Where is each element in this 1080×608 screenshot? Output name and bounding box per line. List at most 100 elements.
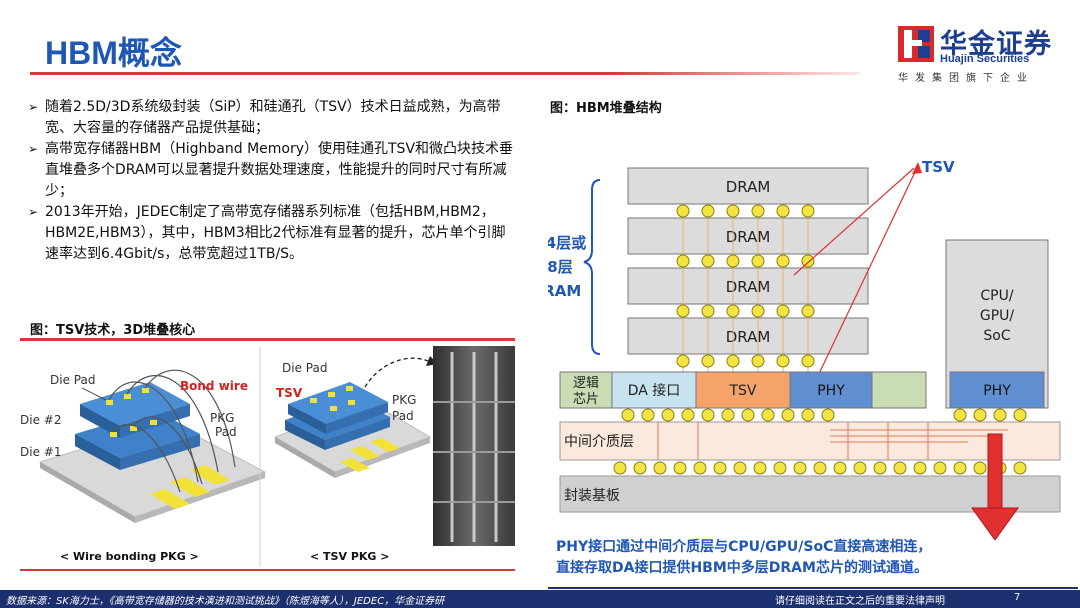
micro-bump	[874, 462, 886, 474]
wire-bonding-caption: < Wire bonding PKG >	[60, 550, 199, 563]
micro-bump	[727, 305, 739, 317]
micro-bump	[994, 409, 1006, 421]
micro-bump	[702, 305, 714, 317]
micro-bump	[822, 409, 834, 421]
micro-bump	[777, 355, 789, 367]
host-processor: CPU/ GPU/ SoC PHY	[946, 240, 1048, 408]
tsv-figure: Die Pad Bond wire Die #2 Die #1 PKG Pad …	[20, 342, 515, 568]
micro-bump	[914, 462, 926, 474]
wire-pkg-label: PKG	[210, 411, 234, 425]
wire-bonding-illustration: Die Pad Bond wire Die #2 Die #1 PKG Pad …	[20, 370, 265, 563]
bullet-text: 高带宽存储器HBM（Highband Memory）使用硅通孔TSV和微凸块技术…	[45, 141, 513, 199]
tsv-micrograph	[433, 346, 515, 546]
layers-label-line3: DRAM	[548, 282, 581, 300]
micro-bump	[622, 409, 634, 421]
micro-bump	[682, 409, 694, 421]
micro-bump	[722, 409, 734, 421]
micro-bump	[752, 205, 764, 217]
tsv-illustration: Die Pad TSV PKG Pad < TSV PKG >	[275, 356, 438, 563]
bullet-text: 随着2.5D/3D系统级封装（SiP）和硅通孔（TSV）技术日益成熟，为高带宽、…	[45, 99, 501, 136]
micro-bump	[714, 462, 726, 474]
micro-bump	[634, 462, 646, 474]
die1-label: Die #1	[20, 445, 61, 459]
page-title: HBM概念	[45, 28, 182, 74]
micro-bump	[662, 409, 674, 421]
footer-disclaimer: 请仔细阅读在正文之后的重要法律声明	[775, 592, 945, 607]
micro-bump	[727, 255, 739, 267]
micro-bump	[674, 462, 686, 474]
micro-bump	[702, 255, 714, 267]
bullet-arrow-icon: ➢	[28, 139, 38, 160]
dram-layer-label: DRAM	[726, 178, 771, 196]
micro-bump	[642, 409, 654, 421]
note-line: PHY接口通过中间介质层与CPU/GPU/SoC直接高速相连，	[556, 537, 1076, 558]
micro-bump	[934, 462, 946, 474]
interposer: 中间介质层	[560, 422, 1060, 460]
title-divider	[30, 72, 860, 75]
micro-bump	[754, 462, 766, 474]
host-label-line2: GPU/	[980, 308, 1015, 324]
micro-bump	[702, 355, 714, 367]
micro-bump	[802, 305, 814, 317]
wire-die-pad-label: Die Pad	[50, 373, 95, 387]
layers-label-line1: 4层或	[548, 234, 586, 252]
micro-bump	[894, 462, 906, 474]
micro-bump	[802, 205, 814, 217]
bullet-item: ➢ 2013年开始，JEDEC制定了高带宽存储器系列标准（包括HBM,HBM2，…	[28, 202, 518, 265]
micro-bump	[694, 462, 706, 474]
bullet-arrow-icon: ➢	[28, 97, 38, 118]
micro-bump	[854, 462, 866, 474]
micro-bump	[802, 409, 814, 421]
micro-bump	[614, 462, 626, 474]
micro-bump	[727, 355, 739, 367]
micro-bump	[677, 355, 689, 367]
bullet-list: ➢ 随着2.5D/3D系统级封装（SiP）和硅通孔（TSV）技术日益成熟，为高带…	[28, 97, 518, 265]
micro-bump	[777, 255, 789, 267]
dram-layer-label: DRAM	[726, 328, 771, 346]
bullet-arrow-icon: ➢	[28, 202, 38, 223]
da-port-label: DA 接口	[628, 382, 681, 399]
dram-stack: DRAM DRAM DRAM DRAM	[628, 168, 868, 354]
tsv-block-label: TSV	[728, 383, 756, 399]
logic-label-line2: 芯片	[573, 392, 599, 407]
micro-bump	[782, 409, 794, 421]
tsv-pad-label: Pad	[392, 409, 414, 423]
layers-label-line2: 8层	[548, 258, 573, 276]
micro-bump	[742, 409, 754, 421]
huajin-logo-icon	[896, 24, 936, 64]
micro-bump	[974, 462, 986, 474]
left-figure-caption: 图：TSV技术，3D堆叠核心	[30, 319, 195, 338]
micro-bump	[802, 355, 814, 367]
micro-bump	[727, 205, 739, 217]
page-number: 7	[1014, 592, 1020, 603]
die2-label: Die #2	[20, 413, 61, 427]
micro-bump	[777, 205, 789, 217]
wire-pad-label: Pad	[215, 425, 237, 439]
micro-bump	[777, 305, 789, 317]
micro-bump	[752, 355, 764, 367]
hbm-stack-diagram: DRAM DRAM DRAM DRAM 4层或 8层 DRAM TSV 逻辑 芯…	[548, 140, 1080, 540]
tsv-die-pad-label: Die Pad	[282, 361, 327, 375]
micro-bump	[702, 409, 714, 421]
tsv-pointer-label: TSV	[922, 158, 955, 176]
host-phy-label: PHY	[983, 383, 1011, 399]
package-substrate: 封装基板	[560, 476, 1060, 512]
micro-bump	[654, 462, 666, 474]
micro-bump	[1014, 409, 1026, 421]
tsv-pkg-caption: < TSV PKG >	[310, 550, 389, 563]
micro-bump	[1014, 462, 1026, 474]
company-logo: 华金证券 Huajin Securities 华发集团旗下企业	[896, 20, 1066, 90]
micro-bump	[677, 305, 689, 317]
tsv-label: TSV	[276, 386, 303, 400]
micro-bump	[677, 205, 689, 217]
logic-label-line1: 逻辑	[573, 376, 599, 391]
host-label-line1: CPU/	[980, 288, 1013, 304]
micro-bump	[734, 462, 746, 474]
bullet-item: ➢ 随着2.5D/3D系统级封装（SiP）和硅通孔（TSV）技术日益成熟，为高带…	[28, 97, 518, 139]
micro-bump	[752, 305, 764, 317]
micro-bump	[702, 205, 714, 217]
micro-bump	[677, 255, 689, 267]
bullet-item: ➢ 高带宽存储器HBM（Highband Memory）使用硅通孔TSV和微凸块…	[28, 139, 518, 202]
right-figure-caption: 图：HBM堆叠结构	[550, 97, 662, 116]
note-line: 直接存取DA接口提供HBM中多层DRAM芯片的测试通道。	[556, 558, 1076, 579]
